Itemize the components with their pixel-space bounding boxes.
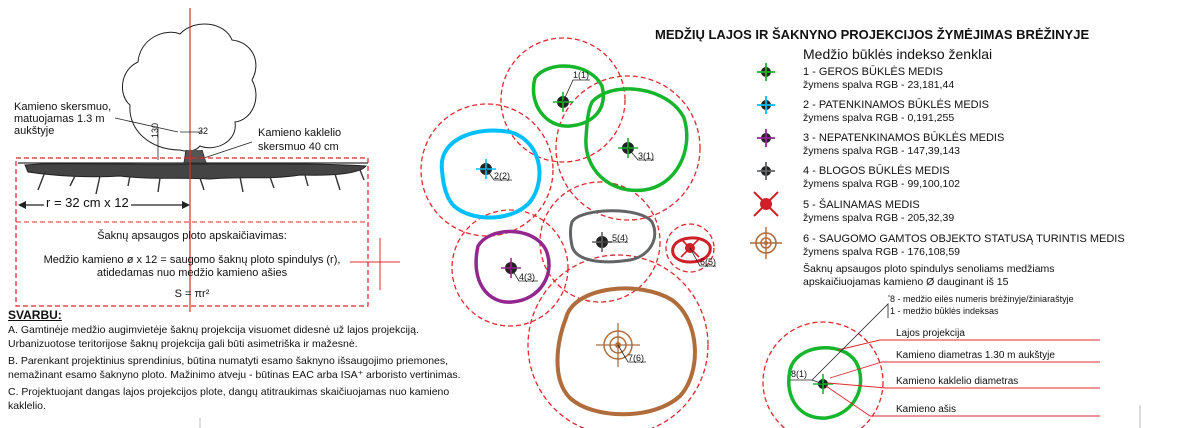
legend-subtitle: Medžio būklės indekso ženklai <box>803 46 993 62</box>
crown-3 <box>584 87 689 193</box>
legend-note-line-1: Šaknų apsaugos ploto spindulys senoliams… <box>803 263 1055 275</box>
calc-title: Šaknų apsaugos ploto apskaičiavimas: <box>97 230 287 242</box>
legend-unsatisfactory-icon <box>757 129 775 147</box>
legend-6-name: 6 - SAUGOMO GAMTOS OBJEKTO STATUSĄ TURIN… <box>803 233 1125 245</box>
tree-label-leaders <box>485 79 716 363</box>
legend-3-name: 3 - NEPATENKINAMOS BŪKLĖS MEDIS <box>803 132 1005 144</box>
root-zone-dashed-box <box>15 157 369 307</box>
tree-7-label: 7(6) <box>628 353 645 363</box>
tree-2-label: 2(2) <box>494 171 511 181</box>
legend-protected-icon <box>750 227 782 259</box>
tree-4-label: 4(3) <box>519 272 536 282</box>
legend-2-rgb: žymens spalva RGB - 0,191,255 <box>803 112 955 124</box>
svarbu-line-b2: nemažinant esamo šaknyno ploto. Mažinimo… <box>8 369 461 381</box>
trunk-measure-line-1: Kamieno skersmuo, <box>14 101 112 113</box>
trunk-measure-line-3: aukštyje <box>14 125 55 137</box>
calc-formula: S = πr² <box>174 288 210 300</box>
svarbu-title: SVARBU: <box>8 308 62 322</box>
svarbu-line-a1: A. Gamtinėje medžio augimvietėje šaknų p… <box>8 324 419 336</box>
height-label: 130 <box>150 122 160 138</box>
sample-tree-label: 8(1) <box>791 369 808 379</box>
calc-line-1: Medžio kamieno ø x 12 = saugomo šaknų pl… <box>43 254 341 266</box>
svarbu-line-c1: C. Projektuojant dangas lajos projekcijo… <box>8 386 450 398</box>
sample-crown <box>787 346 863 420</box>
collar-measure-line-2: skersmuo 40 cm <box>258 141 339 153</box>
legend-bad-icon <box>757 162 775 180</box>
root-zones <box>420 37 715 428</box>
collar-measure-line-1: Kamieno kaklelio <box>258 127 342 139</box>
crown-1 <box>531 64 605 128</box>
diameter-label: 32 <box>198 126 209 136</box>
radius-arrow-head-right <box>182 201 190 209</box>
collar-measure-leader <box>203 141 253 159</box>
tree-1-label: 1(1) <box>573 70 590 80</box>
legend-6-rgb: žymens spalva RGB - 176,108,59 <box>803 246 960 258</box>
tree-5-label: 5(4) <box>612 233 629 243</box>
tree-plan <box>420 37 715 428</box>
legend-removal-icon <box>753 191 779 217</box>
legend-1-name: 1 - GEROS BŪKLĖS MEDIS <box>803 66 943 78</box>
trunk-measure-note: Kamieno skersmuo, matuojamas 1.3 m aukšt… <box>14 101 111 137</box>
crown-2 <box>439 128 542 220</box>
sample-label-leader <box>790 295 890 385</box>
crown-5 <box>569 209 657 264</box>
roots <box>37 169 365 195</box>
crown-7 <box>555 286 697 417</box>
legend-5-name: 5 - ŠALINAMAS MEDIS <box>803 199 920 211</box>
page-title: MEDŽIŲ LAJOS IR ŠAKNYNO PROJEKCIJOS ŽYMĖ… <box>655 27 1090 42</box>
legend-icons <box>750 63 782 259</box>
trunk-measure-leader <box>114 117 179 133</box>
radius-label: r = 32 cm x 12 <box>44 195 131 211</box>
legend-3-rgb: žymens spalva RGB - 147,39,143 <box>803 145 960 157</box>
tree-trunk <box>183 149 207 164</box>
legend-good-icon <box>757 63 775 81</box>
callout-collar-diameter: Kamieno kaklelio diametras <box>896 376 1019 387</box>
label-explain-number: 8 - medžio eilės numeris brėžinyje/žinia… <box>890 294 1074 304</box>
sample-root-zone <box>762 321 884 428</box>
tree-6-label: 6(5) <box>700 257 717 267</box>
radius-arrow-head-left <box>18 201 26 209</box>
legend-5-rgb: žymens spalva RGB - 205,32,39 <box>803 212 955 224</box>
callout-trunk-axis: Kamieno ašis <box>896 404 957 415</box>
svarbu-line-b1: B. Parenkant projektinius sprendinius, b… <box>8 355 449 367</box>
legend-note-line-2: apskaičiuojamas kamieno Ø dauginant iš 1… <box>803 276 1009 288</box>
callout-crown-projection: Lajos projekcija <box>896 328 965 339</box>
collar-measure-note: Kamieno kaklelio skersmuo 40 cm <box>258 126 341 154</box>
crown-6 <box>671 236 712 264</box>
sample-tree-diagram <box>762 295 1141 428</box>
tree-3-label: 3(1) <box>638 151 655 161</box>
legend-2-name: 2 - PATENKINAMOS BŪKLĖS MEDIS <box>803 99 990 111</box>
crown-4 <box>474 229 551 304</box>
legend-4-rgb: žymens spalva RGB - 99,100,102 <box>803 178 960 190</box>
callout-trunk-diameter: Kamieno diametras 1.30 m aukštyje <box>896 350 1055 361</box>
tree-crown-outline <box>122 23 257 152</box>
tree-section-diagram <box>15 8 400 312</box>
svarbu-line-c2: kaklelio. <box>8 400 46 412</box>
legend-1-rgb: žymens spalva RGB - 23,181,44 <box>803 79 955 91</box>
svarbu-line-a2: Urbanizuotose teritorijose šaknų projekc… <box>8 338 358 350</box>
calc-line-2: atidedamas nuo medžio kamieno ašies <box>96 267 288 279</box>
label-explain-index: 1 - medžio būklės indeksas <box>890 306 999 316</box>
legend-4-name: 4 - BLOGOS BŪKLĖS MEDIS <box>803 165 950 177</box>
sample-callout-lines <box>825 339 1100 417</box>
root-mass <box>24 163 367 180</box>
trunk-measure-line-2: matuojamas 1.3 m <box>14 113 105 125</box>
legend-satisfactory-icon <box>757 96 775 114</box>
